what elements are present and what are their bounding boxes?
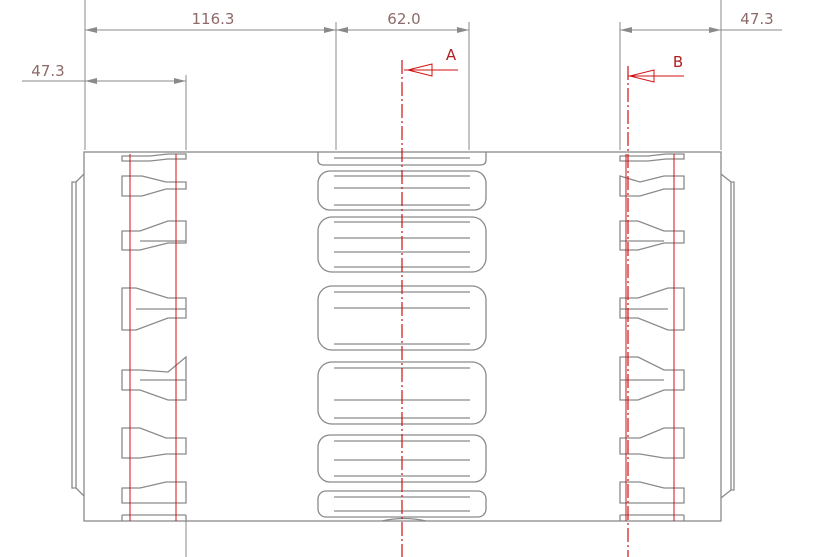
section-marker-b: B: [628, 53, 684, 83]
right-cutout-column: [619, 153, 685, 521]
extension-lines: [84, 0, 722, 150]
left-cutout-column: [121, 153, 187, 521]
plate-outline: [71, 151, 735, 522]
dim-label-right-offset: 47.3: [740, 10, 773, 28]
section-label-b: B: [673, 53, 683, 71]
dimension-slot-spacing: 116.3: [85, 10, 336, 33]
section-label-a: A: [446, 46, 457, 64]
dim-label-channel-width: 62.0: [387, 10, 420, 28]
section-marker-a: A: [404, 46, 458, 77]
dimension-left-offset: 47.3: [22, 62, 186, 84]
centerlines: [401, 60, 629, 557]
dimension-channel-width: 62.0: [336, 10, 469, 33]
dimension-right-offset: 47.3: [620, 10, 782, 33]
dim-label-left-offset: 47.3: [31, 62, 64, 80]
dim-label-slot-spacing: 116.3: [192, 10, 235, 28]
